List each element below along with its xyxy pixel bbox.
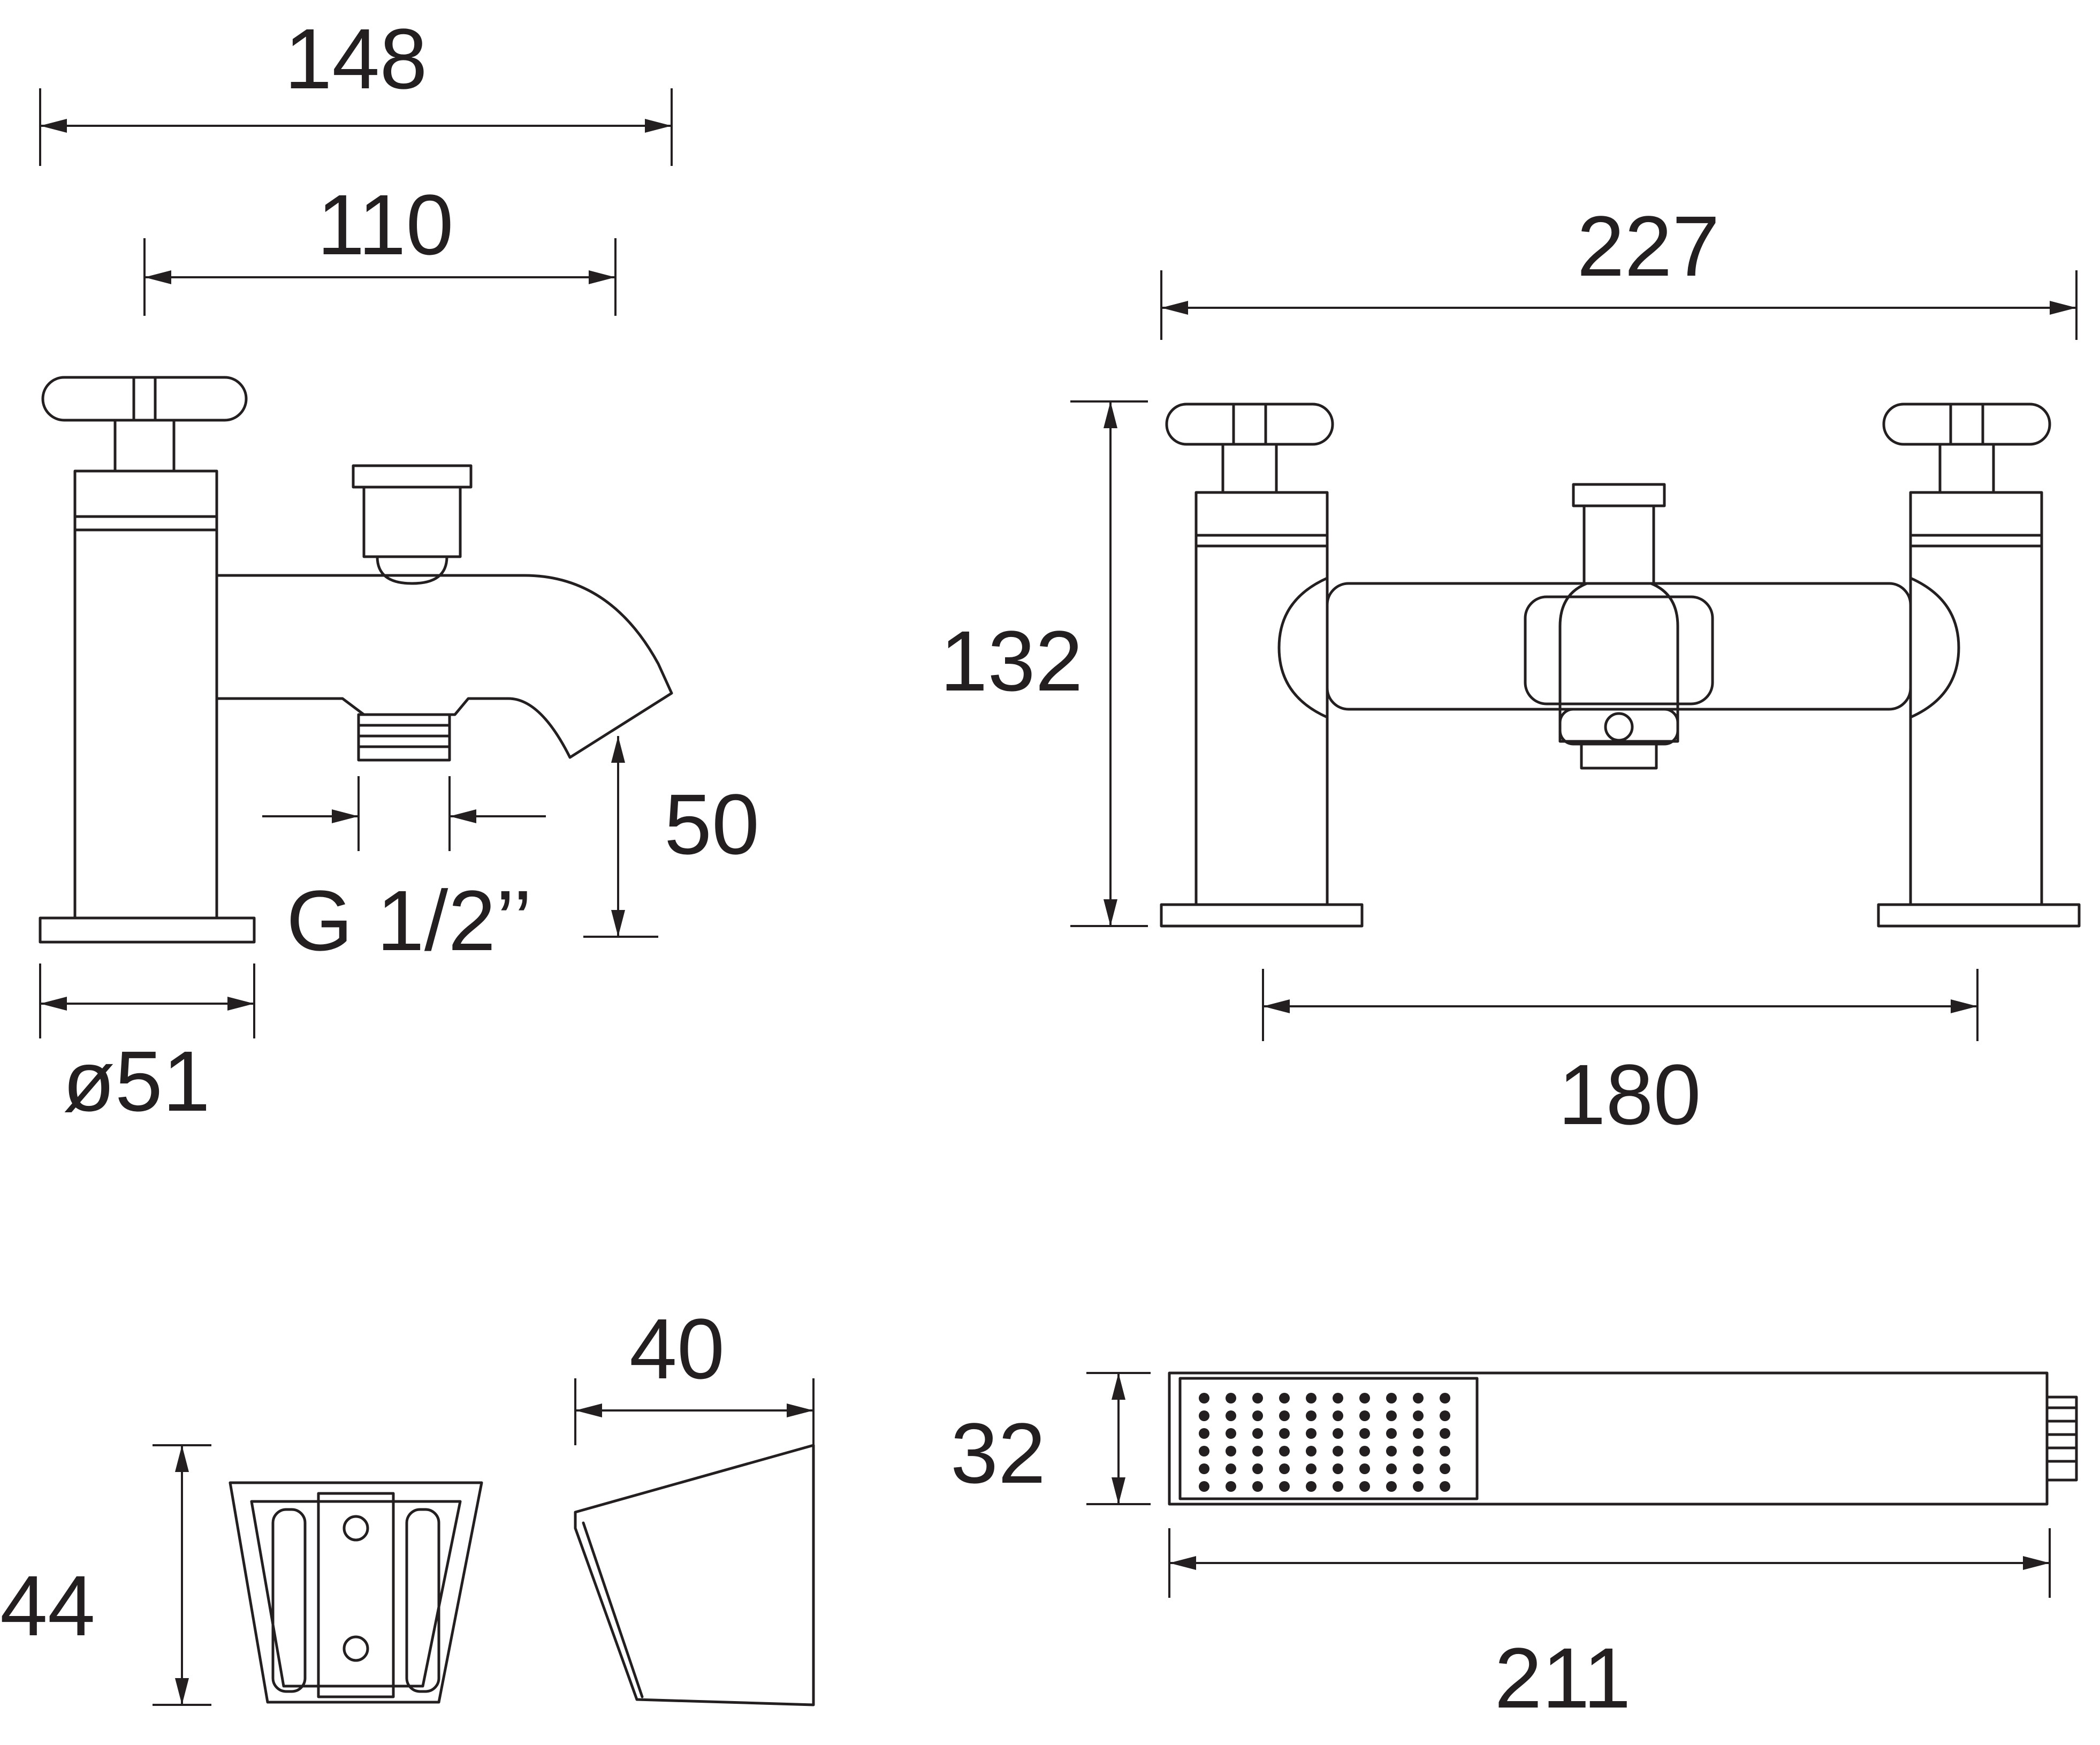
dim-label-spout-height: 50: [664, 776, 759, 872]
dim-label-holder-depth: 40: [629, 1301, 725, 1397]
shower-nozzle: [1279, 1463, 1290, 1474]
shower-nozzle: [1252, 1410, 1263, 1421]
dim-label-base-diameter: ø51: [63, 1033, 210, 1129]
shower-nozzle: [1199, 1463, 1209, 1474]
shower-nozzle: [1413, 1428, 1424, 1439]
shower-nozzle: [1279, 1428, 1290, 1439]
shower-nozzle: [1199, 1393, 1209, 1403]
shower-nozzle: [1279, 1410, 1290, 1421]
shower-nozzle: [1252, 1393, 1263, 1403]
shower-nozzle: [1440, 1463, 1450, 1474]
shower-nozzle: [1306, 1446, 1317, 1456]
shower-nozzle: [1306, 1393, 1317, 1403]
shower-nozzle: [1413, 1410, 1424, 1421]
shower-nozzle: [1359, 1393, 1370, 1403]
shower-nozzle: [1252, 1428, 1263, 1439]
shower-nozzle: [1252, 1446, 1263, 1456]
shower-nozzle: [1333, 1463, 1343, 1474]
dim-label-handset-length: 211: [1494, 1630, 1631, 1726]
shower-nozzle: [1386, 1428, 1397, 1439]
hand-shower: [1168, 1371, 2078, 1506]
shower-nozzle: [1333, 1428, 1343, 1439]
shower-nozzle: [1333, 1393, 1343, 1403]
shower-nozzle: [1413, 1446, 1424, 1456]
shower-nozzle: [1440, 1428, 1450, 1439]
shower-nozzle: [1226, 1481, 1236, 1492]
dim-label-overall-depth: 148: [285, 11, 428, 107]
shower-nozzle: [1226, 1463, 1236, 1474]
shower-nozzle: [1306, 1481, 1317, 1492]
dim-label-height: 132: [940, 613, 1083, 709]
shower-nozzle: [1333, 1446, 1343, 1456]
shower-nozzle: [1413, 1481, 1424, 1492]
shower-nozzle: [1199, 1481, 1209, 1492]
holder-front-view: [229, 1481, 483, 1704]
shower-nozzle: [1333, 1410, 1343, 1421]
shower-nozzle: [1413, 1463, 1424, 1474]
shower-nozzle: [1440, 1446, 1450, 1456]
shower-nozzle: [1252, 1463, 1263, 1474]
shower-nozzle: [1226, 1393, 1236, 1403]
shower-nozzle: [1386, 1446, 1397, 1456]
dim-label-outlet-thread: G 1/2’’: [286, 872, 532, 968]
shower-nozzle: [1440, 1481, 1450, 1492]
shower-nozzle: [1252, 1481, 1263, 1492]
shower-nozzle: [1306, 1428, 1317, 1439]
dim-label-centres: 180: [1558, 1046, 1701, 1142]
tap-front-view: [1160, 403, 2081, 928]
shower-nozzle: [1226, 1446, 1236, 1456]
dimension-lines: [39, 88, 2078, 1706]
dim-label-holder-height: 44: [0, 1558, 95, 1653]
shower-nozzle-grid: [1199, 1393, 1450, 1492]
shower-nozzle: [1359, 1410, 1370, 1421]
dim-label-handset-width: 32: [950, 1405, 1046, 1501]
shower-nozzle: [1386, 1393, 1397, 1403]
shower-nozzle: [1359, 1428, 1370, 1439]
shower-nozzle: [1306, 1410, 1317, 1421]
shower-nozzle: [1359, 1463, 1370, 1474]
shower-nozzle: [1199, 1446, 1209, 1456]
dim-label-spout-reach: 110: [317, 177, 453, 272]
tap-side-view: [39, 376, 673, 944]
shower-nozzle: [1226, 1428, 1236, 1439]
shower-nozzle: [1413, 1393, 1424, 1403]
shower-nozzle: [1359, 1446, 1370, 1456]
shower-nozzle: [1226, 1410, 1236, 1421]
shower-nozzle: [1440, 1410, 1450, 1421]
shower-nozzle: [1306, 1463, 1317, 1474]
shower-nozzle: [1279, 1481, 1290, 1492]
shower-nozzle: [1386, 1481, 1397, 1492]
shower-nozzle: [1279, 1446, 1290, 1456]
shower-nozzle: [1359, 1481, 1370, 1492]
shower-nozzle: [1199, 1410, 1209, 1421]
shower-nozzle: [1440, 1393, 1450, 1403]
shower-nozzle: [1333, 1481, 1343, 1492]
shower-nozzle: [1386, 1463, 1397, 1474]
shower-nozzle: [1386, 1410, 1397, 1421]
shower-nozzle: [1199, 1428, 1209, 1439]
dim-label-overall-width: 227: [1577, 198, 1720, 294]
holder-side-view: [574, 1444, 815, 1706]
shower-nozzle: [1279, 1393, 1290, 1403]
